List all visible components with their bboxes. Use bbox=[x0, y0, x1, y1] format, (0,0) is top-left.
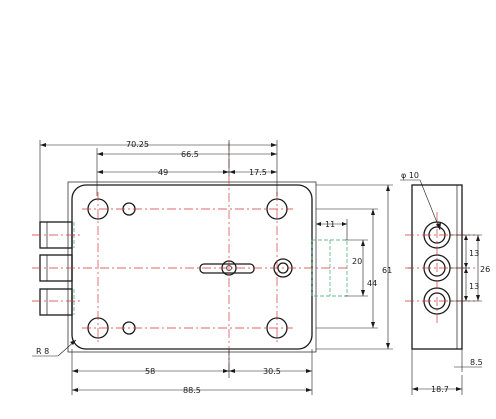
dim-61: 61 bbox=[382, 266, 392, 275]
dim-18-7: 18.7 bbox=[431, 385, 449, 394]
side-body-outline bbox=[411, 184, 463, 350]
dim-8-5: 8.5 bbox=[470, 358, 483, 367]
dim-17-5: 17.5 bbox=[249, 168, 267, 177]
dim-20: 20 bbox=[352, 257, 362, 266]
dim-70-25: 70.25 bbox=[126, 140, 149, 149]
rear-plate-outline bbox=[67, 181, 317, 353]
dim-30-5: 30.5 bbox=[263, 367, 281, 376]
dim-44: 44 bbox=[367, 279, 377, 288]
dim-26: 26 bbox=[480, 265, 490, 274]
side-view bbox=[405, 184, 475, 350]
dim-11: 11 bbox=[325, 220, 335, 229]
dim-49: 49 bbox=[158, 168, 168, 177]
front-view bbox=[32, 142, 350, 372]
dimension-labels: 70.25 66.5 49 17.5 11 20 44 61 58 30.5 8… bbox=[36, 140, 490, 395]
dim-58: 58 bbox=[145, 367, 155, 376]
dim-66-5: 66.5 bbox=[181, 150, 199, 159]
dim-88-5: 88.5 bbox=[183, 386, 201, 395]
radius-label: R 8 bbox=[36, 347, 49, 356]
dimension-lines bbox=[32, 140, 482, 395]
dim-13-top: 13 bbox=[469, 249, 479, 258]
dim-13-bottom: 13 bbox=[469, 282, 479, 291]
diameter-label: φ 10 bbox=[401, 171, 419, 180]
bolt-bottom bbox=[39, 288, 73, 316]
